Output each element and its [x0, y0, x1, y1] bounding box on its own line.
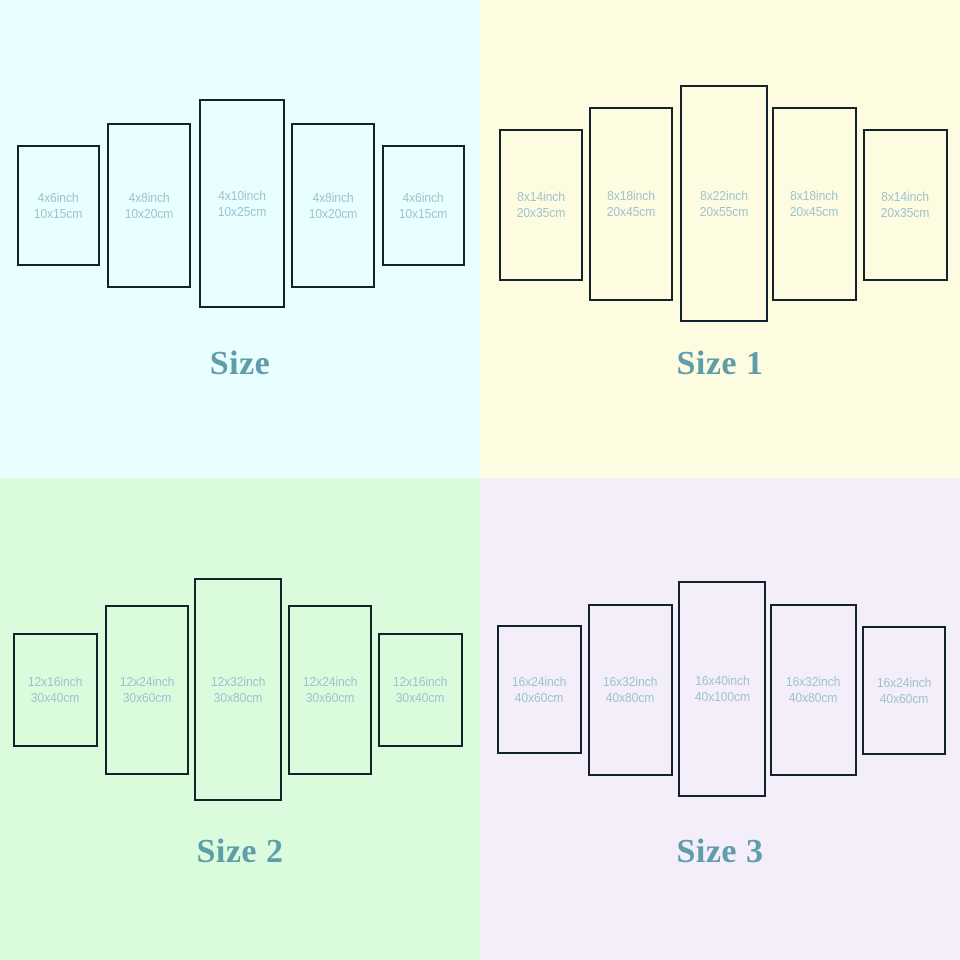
panel-frame[interactable]: 12x16inch 30x40cm — [378, 633, 463, 747]
panel-size-label: 16x40inch 40x100cm — [694, 673, 749, 705]
panel-size-cm: 40x80cm — [606, 691, 655, 705]
panel-size-cm: 10x20cm — [124, 206, 174, 221]
quadrant-size: 4x6inch 10x15cm 4x8inch 10x20cm 4x10inch… — [0, 0, 480, 478]
size-group-title: Size 1 — [676, 345, 764, 382]
panel-size-label: 16x32inch 40x80cm — [786, 674, 841, 706]
panel-size-label: 12x24inch 30x60cm — [302, 674, 358, 706]
panel-size-label: 16x32inch 40x80cm — [603, 674, 658, 706]
panel-size-label: 12x16inch 30x40cm — [393, 674, 448, 706]
panel-size-inch: 8x14inch — [881, 190, 930, 204]
panel-frame[interactable]: 16x32inch 40x80cm — [770, 604, 857, 776]
panel-size-cm: 30x40cm — [31, 691, 80, 705]
panel-frame[interactable]: 12x24inch 30x60cm — [105, 605, 189, 775]
panel-size-cm: 10x15cm — [399, 206, 448, 221]
panel-size-inch: 16x32inch — [603, 675, 658, 689]
quadrant-size-1: 8x14inch 20x35cm 8x18inch 20x45cm 8x22in… — [480, 0, 960, 478]
panel-group-size: 4x6inch 10x15cm 4x8inch 10x20cm 4x10inch… — [0, 0, 480, 478]
panel-group-size-1: 8x14inch 20x35cm 8x18inch 20x45cm 8x22in… — [480, 0, 960, 478]
panel-size-label: 12x24inch 30x60cm — [119, 674, 175, 706]
panel-size-inch: 4x6inch — [402, 190, 445, 205]
panel-frame[interactable]: 8x14inch 20x35cm — [863, 129, 948, 281]
panel-frame[interactable]: 8x18inch 20x45cm — [772, 107, 857, 301]
panel-size-cm: 20x35cm — [881, 206, 930, 220]
panel-size-label: 16x24inch 40x60cm — [876, 675, 932, 707]
quadrant-size-2: 12x16inch 30x40cm 12x24inch 30x60cm 12x3… — [0, 478, 480, 960]
panel-size-label: 8x14inch 20x35cm — [517, 189, 566, 221]
panel-size-cm: 20x45cm — [606, 205, 656, 219]
panel-size-inch: 4x8inch — [128, 190, 170, 205]
panel-size-inch: 4x10inch — [218, 188, 266, 203]
panel-frame[interactable]: 4x6inch 10x15cm — [17, 145, 100, 266]
panel-frame[interactable]: 8x14inch 20x35cm — [499, 129, 583, 281]
panel-size-cm: 30x80cm — [213, 690, 263, 705]
panel-size-inch: 12x24inch — [302, 675, 358, 689]
panel-size-cm: 20x35cm — [516, 206, 566, 220]
panel-size-cm: 20x55cm — [699, 204, 749, 219]
panel-size-cm: 40x60cm — [879, 691, 929, 706]
panel-size-label: 8x22inch 20x55cm — [700, 188, 749, 220]
size-group-title: Size — [209, 345, 271, 382]
panel-size-cm: 10x20cm — [308, 206, 358, 221]
panel-frame[interactable]: 4x10inch 10x25cm — [199, 99, 285, 308]
panel-size-label: 4x8inch 10x20cm — [309, 190, 358, 222]
panel-group-size-2: 12x16inch 30x40cm 12x24inch 30x60cm 12x3… — [0, 478, 480, 960]
panel-size-cm: 40x60cm — [515, 690, 564, 705]
size-group-title: Size 3 — [676, 833, 764, 870]
panel-frame[interactable]: 4x8inch 10x20cm — [291, 123, 375, 288]
panel-frame[interactable]: 16x24inch 40x60cm — [497, 625, 582, 754]
panel-size-label: 12x32inch 30x80cm — [210, 674, 266, 706]
panel-size-inch: 12x16inch — [393, 675, 448, 689]
panel-size-cm: 40x80cm — [789, 691, 838, 705]
panel-size-inch: 16x24inch — [876, 675, 932, 690]
panel-frame[interactable]: 4x8inch 10x20cm — [107, 123, 191, 288]
panel-size-label: 8x18inch 20x45cm — [607, 188, 656, 220]
panel-size-inch: 8x14inch — [517, 190, 565, 204]
panel-size-inch: 4x8inch — [312, 190, 354, 205]
panel-frame[interactable]: 8x18inch 20x45cm — [589, 107, 673, 301]
panel-frame[interactable]: 4x6inch 10x15cm — [382, 145, 465, 266]
panel-frame[interactable]: 16x40inch 40x100cm — [678, 581, 766, 797]
panel-size-cm: 20x45cm — [790, 205, 839, 219]
panel-frame[interactable]: 16x24inch 40x60cm — [862, 626, 946, 755]
panel-frame[interactable]: 12x16inch 30x40cm — [13, 633, 98, 747]
panel-size-label: 4x6inch 10x15cm — [399, 190, 448, 222]
panel-size-cm: 10x15cm — [34, 206, 83, 221]
panel-size-inch: 16x24inch — [512, 674, 567, 689]
panel-size-inch: 8x22inch — [700, 188, 748, 203]
panel-frame[interactable]: 8x22inch 20x55cm — [680, 85, 768, 322]
panel-size-inch: 16x32inch — [786, 675, 841, 689]
panel-group-size-3: 16x24inch 40x60cm 16x32inch 40x80cm 16x4… — [480, 478, 960, 960]
panel-size-inch: 12x16inch — [28, 675, 83, 689]
panel-size-cm: 30x60cm — [122, 691, 172, 705]
panel-size-cm: 30x40cm — [396, 691, 445, 705]
panel-frame[interactable]: 12x32inch 30x80cm — [194, 578, 282, 801]
panel-size-cm: 10x25cm — [217, 204, 267, 219]
panel-size-label: 12x16inch 30x40cm — [28, 674, 83, 706]
panel-size-inch: 8x18inch — [790, 189, 839, 203]
panel-size-label: 4x6inch 10x15cm — [34, 190, 83, 222]
quadrant-size-3: 16x24inch 40x60cm 16x32inch 40x80cm 16x4… — [480, 478, 960, 960]
panel-size-inch: 8x18inch — [607, 189, 655, 203]
panel-size-label: 8x18inch 20x45cm — [790, 188, 839, 220]
panel-size-inch: 12x24inch — [119, 675, 175, 689]
panel-frame[interactable]: 12x24inch 30x60cm — [288, 605, 372, 775]
panel-size-label: 4x10inch 10x25cm — [218, 188, 267, 220]
panel-size-inch: 12x32inch — [210, 674, 266, 689]
panel-size-cm: 40x100cm — [694, 690, 750, 704]
panel-size-inch: 16x40inch — [694, 674, 750, 688]
size-group-title: Size 2 — [196, 833, 284, 870]
panel-size-label: 16x24inch 40x60cm — [512, 674, 567, 706]
panel-size-label: 8x14inch 20x35cm — [881, 189, 930, 221]
panel-size-cm: 30x60cm — [305, 691, 355, 705]
panel-size-inch: 4x6inch — [37, 190, 80, 205]
panel-frame[interactable]: 16x32inch 40x80cm — [588, 604, 673, 776]
panel-size-label: 4x8inch 10x20cm — [125, 190, 174, 222]
